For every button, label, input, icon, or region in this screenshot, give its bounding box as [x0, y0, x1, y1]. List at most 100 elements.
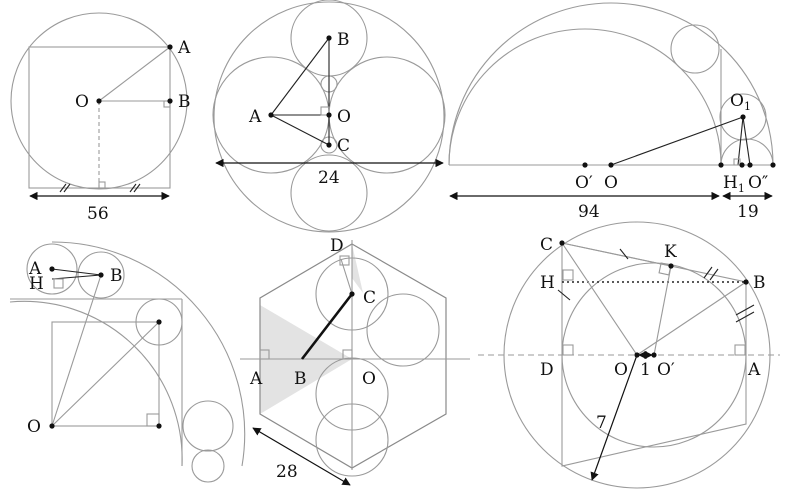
right-angle-marker	[163, 100, 171, 108]
label-K: K	[664, 242, 677, 262]
right-angle-marker-H	[53, 278, 64, 289]
label-C: C	[363, 288, 376, 308]
quadrilateral-outline	[561, 242, 747, 467]
segment-AB	[270, 37, 330, 116]
panel-quarter-circle: A H B O	[9, 241, 246, 483]
circle-inner	[135, 298, 183, 346]
right-angle-marker-K	[658, 262, 672, 276]
point-C	[326, 142, 332, 148]
point-Oprime	[582, 162, 588, 168]
label-O: O	[75, 92, 89, 112]
label-O: O	[604, 173, 618, 193]
label-A: A	[177, 38, 191, 58]
dimension-arrow	[252, 427, 351, 486]
point-Odouble	[747, 162, 753, 168]
tick-mark-KB-double	[703, 266, 719, 281]
point-O	[326, 112, 332, 118]
label-O: O	[614, 360, 628, 380]
panel-circles-in-circle: B A O C 24	[212, 0, 446, 233]
segment-O-C	[51, 321, 160, 427]
right-angle-marker-left	[259, 349, 270, 360]
dimension-label: 24	[318, 168, 340, 188]
label-H1: H1	[723, 173, 745, 195]
right-angle-marker-corner	[146, 413, 160, 427]
circle-right-2	[191, 449, 225, 483]
inner-semicircle	[448, 28, 722, 166]
point-O	[608, 162, 614, 168]
label-A: A	[28, 259, 42, 279]
point-K	[668, 263, 674, 269]
point-H1	[718, 162, 724, 168]
segment-C-K	[561, 242, 672, 267]
bottom-circle	[290, 154, 368, 232]
label-one: 1	[640, 360, 651, 380]
segment-CD	[340, 258, 353, 295]
label-D: D	[330, 236, 344, 256]
point-end	[770, 162, 776, 168]
dimension-label: 7	[596, 413, 607, 433]
point-A	[167, 44, 173, 50]
shaded-triangle-top	[352, 244, 363, 293]
segment-O1-foot	[737, 116, 744, 166]
label-O: O	[362, 369, 376, 389]
segment-O-O1	[610, 116, 744, 166]
label-B: B	[178, 92, 191, 112]
label-C: C	[540, 235, 553, 255]
label-H: H	[29, 274, 44, 294]
segment-O-B	[51, 274, 102, 427]
right-angle-marker	[733, 158, 741, 166]
segment-A-B	[51, 268, 102, 276]
panel-square-in-circle: A O B 56	[10, 12, 191, 224]
tick-mark-CK	[619, 248, 629, 260]
label-A: A	[747, 360, 761, 380]
outer-circle	[213, 1, 445, 233]
point-B	[98, 272, 104, 278]
segment-BC	[300, 293, 354, 360]
label-O: O	[337, 107, 351, 127]
panel-semicircles: O1 O′ O H1 O″ 94 19	[448, 2, 776, 222]
right-angle-marker-top	[339, 255, 350, 266]
circle-A	[26, 243, 78, 295]
dimension-label: 56	[87, 204, 109, 224]
right-angle-marker-H	[562, 269, 574, 281]
label-H: H	[540, 273, 555, 293]
label-B: B	[294, 369, 307, 389]
right-angle-marker-bottom	[98, 181, 106, 189]
segment-H-B	[51, 274, 102, 280]
tick-mark-BA-double	[735, 304, 755, 323]
right-angle-marker-A	[734, 344, 746, 356]
point-B	[326, 35, 332, 41]
dimension-label-left: 94	[578, 202, 600, 222]
point-O	[49, 423, 55, 429]
inner-square	[51, 321, 160, 427]
outer-arc	[51, 241, 246, 467]
segment-C-O	[561, 242, 638, 356]
segment-K-O	[653, 265, 672, 356]
segment-OA	[98, 46, 171, 102]
inner-arc	[9, 300, 183, 467]
point-O	[96, 98, 102, 104]
label-Oprime: O′	[657, 360, 675, 380]
tick-mark-CH	[557, 289, 571, 301]
point-C	[559, 240, 565, 246]
segment-AC	[270, 114, 330, 146]
panel-hexagon: D C A B O 28	[240, 236, 470, 486]
label-Odouble: O″	[748, 173, 768, 193]
point-O	[634, 352, 640, 358]
panel-circle-quadrilateral: C K H B D O 1 O′ A 7	[478, 221, 780, 489]
label-O1: O1	[730, 91, 751, 113]
segment-B-O	[636, 281, 747, 356]
circle-right-1	[182, 400, 234, 452]
tick-marks-left	[59, 183, 71, 193]
dimension-label-right: 19	[737, 202, 759, 222]
right-angle-marker-center	[342, 349, 353, 360]
circle-outline	[10, 12, 188, 190]
circle-right	[366, 293, 440, 367]
point-C	[349, 291, 355, 297]
label-D: D	[540, 360, 554, 380]
point-A	[49, 266, 55, 272]
large-semicircle	[448, 2, 774, 166]
tangent-circle-O1	[719, 93, 767, 141]
segment-O1-Odouble	[742, 116, 751, 166]
